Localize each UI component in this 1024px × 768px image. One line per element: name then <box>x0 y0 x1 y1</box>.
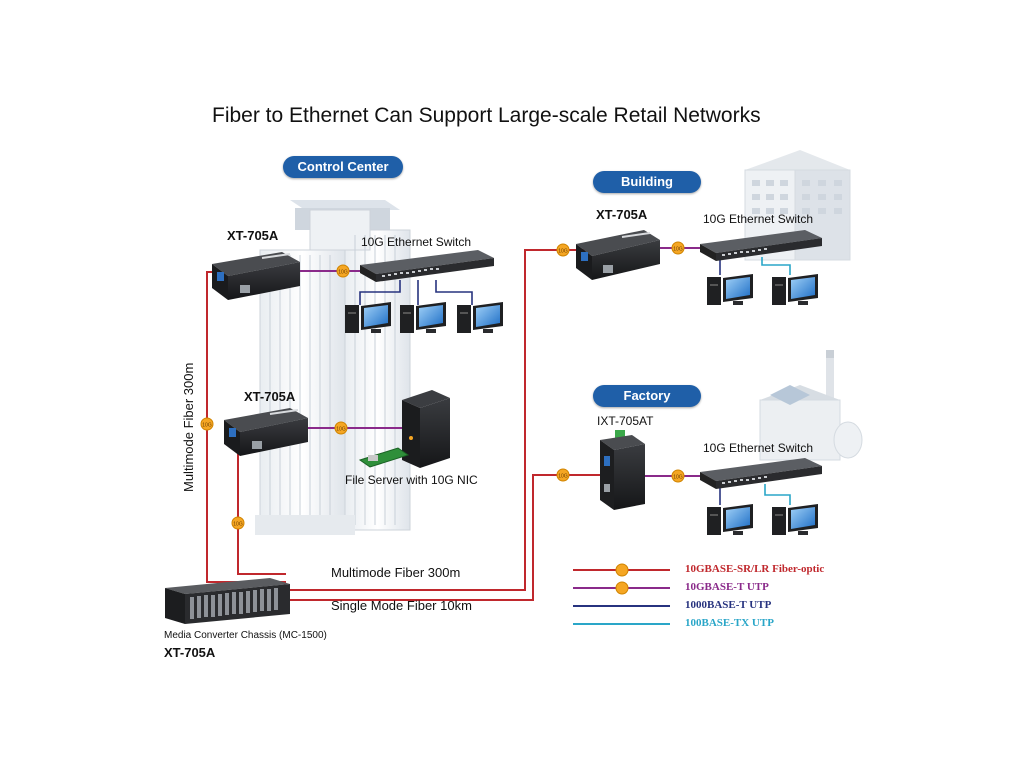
label-switch-factory: 10G Ethernet Switch <box>703 441 814 455</box>
site-label-building: Building <box>593 171 701 193</box>
legend-label-fiber: 10GBASE-SR/LR Fiber-optic <box>685 563 825 575</box>
legend-label-100tx: 100BASE-TX UTP <box>685 617 774 629</box>
badge-text: 10G <box>558 474 568 480</box>
legend-label-1000t: 1000BASE-T UTP <box>685 599 772 611</box>
link-badges: 10G 10G 10G 10G 10G 10G 10G 10G <box>200 241 685 530</box>
label-xt705a-mid: XT-705A <box>244 389 296 404</box>
file-server <box>358 390 450 468</box>
label-switch-control: 10G Ethernet Switch <box>361 235 472 249</box>
badge-text: 10G <box>336 427 346 433</box>
label-switch-building: 10G Ethernet Switch <box>703 212 814 226</box>
workstation <box>707 274 753 305</box>
label-ixt705at: IXT-705AT <box>597 414 654 428</box>
workstation <box>345 302 391 333</box>
workstation <box>457 302 503 333</box>
switch-factory <box>700 458 822 489</box>
utp-100-links <box>761 257 791 505</box>
badge-text: 10G <box>233 522 243 528</box>
workstation <box>772 504 818 535</box>
switch-building <box>700 230 822 261</box>
badge-text: 10G <box>673 475 683 481</box>
badge-text: 10G <box>558 249 568 255</box>
control-center-building <box>255 200 411 535</box>
label-chassis-desc: Media Converter Chassis (MC-1500) <box>164 630 327 641</box>
factory-building <box>759 350 863 461</box>
workstation <box>400 302 446 333</box>
workstation <box>707 504 753 535</box>
legend-label-10gt: 10GBASE-T UTP <box>685 581 769 593</box>
badge-text: 10G <box>338 270 348 276</box>
ixt705at-device <box>600 430 645 510</box>
badge-text: 10G <box>202 423 212 429</box>
label-chassis-model: XT-705A <box>164 645 216 660</box>
switch-control-center <box>360 250 494 282</box>
office-building <box>744 150 851 261</box>
label-single-mode: Single Mode Fiber 10km <box>331 598 472 613</box>
xt705a-mid-device <box>224 408 308 456</box>
diagram-title: Fiber to Ethernet Can Support Large-scal… <box>212 104 761 127</box>
legend-graphics <box>573 563 670 625</box>
nic-card <box>358 447 410 468</box>
media-converter-chassis <box>165 578 290 624</box>
label-multimode-vertical: Multimode Fiber 300m <box>181 362 196 492</box>
label-xt705a-top: XT-705A <box>227 228 279 243</box>
utp-1000-links <box>359 257 721 505</box>
site-label-control-center: Control Center <box>283 156 403 178</box>
xt705a-top-device <box>212 252 300 300</box>
label-xt705a-building: XT-705A <box>596 207 648 222</box>
label-file-server: File Server with 10G NIC <box>345 473 478 487</box>
workstation <box>772 274 818 305</box>
site-label-factory: Factory <box>593 385 701 407</box>
label-multimode-horizontal: Multimode Fiber 300m <box>331 565 461 580</box>
badge-text: 10G <box>673 247 683 253</box>
xt705a-building-device <box>576 230 660 280</box>
